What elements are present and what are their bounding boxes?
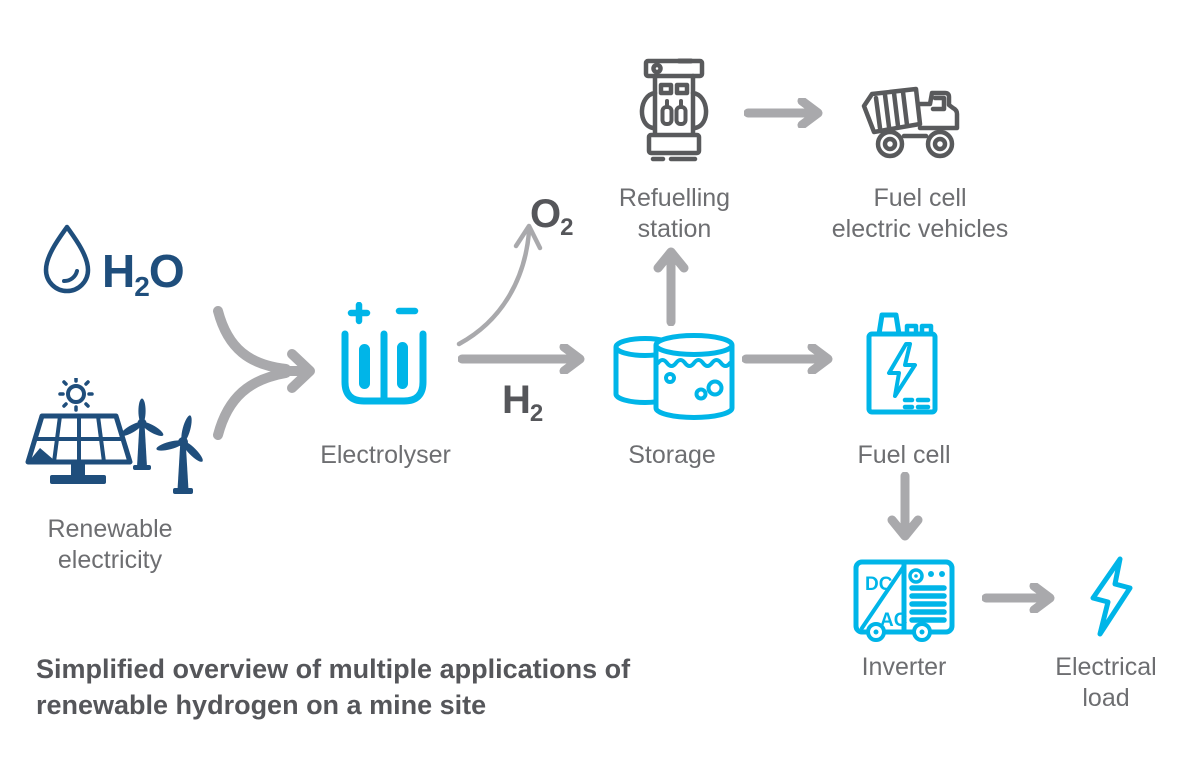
h2-pre: H xyxy=(502,378,531,422)
storage-tanks-icon xyxy=(613,333,735,420)
water-drop-icon xyxy=(43,224,91,294)
o2-sub: 2 xyxy=(560,214,573,241)
h2o-post: O xyxy=(148,245,185,297)
diagram-caption: Simplified overview of multiple applicat… xyxy=(36,654,631,720)
renewable-electricity-label: Renewable electricity xyxy=(47,515,173,575)
arrow-electrolyser-to-storage xyxy=(458,344,585,374)
o2-formula: O2 xyxy=(530,192,574,241)
wind-turbines-icon xyxy=(120,398,203,494)
h2-sub: 2 xyxy=(529,400,543,427)
electrolyser-label: Electrolyser xyxy=(320,441,451,469)
h2o-pre: H xyxy=(102,245,135,297)
arrow-storage-to-fuelcell xyxy=(742,344,833,374)
sun-icon xyxy=(58,378,94,412)
fuel-cell-icon xyxy=(866,312,938,415)
arrow-fuelcell-to-inverter xyxy=(887,472,923,541)
h2o-sub: 2 xyxy=(134,271,150,302)
solar-panel-icon xyxy=(25,413,133,484)
o2-pre: O xyxy=(530,192,561,236)
inverter-ac-text: AC xyxy=(880,610,908,631)
lightning-bolt-icon xyxy=(1090,556,1133,637)
arrow-refuelling-to-vehicles xyxy=(744,98,823,128)
solar-panel-wind-turbines-icon xyxy=(25,378,203,494)
dump-truck-icon xyxy=(861,86,960,159)
arrow-storage-to-refuelling xyxy=(653,247,689,326)
refuelling-station-icon xyxy=(639,58,709,162)
electrical-load-label: Electrical load xyxy=(1055,653,1157,713)
fuel-cell-vehicles-label: Fuel cell electric vehicles xyxy=(831,184,1009,244)
storage-label: Storage xyxy=(628,441,716,469)
refuelling-station-label: Refuelling station xyxy=(618,184,731,244)
electrolyser-icon xyxy=(341,302,427,405)
arrow-inverter-to-load xyxy=(982,583,1055,613)
inverter-dc-text: DC xyxy=(865,574,893,595)
h2-formula: H2 xyxy=(502,378,543,427)
arrow-inputs-to-electrolyser xyxy=(213,306,315,440)
fuel-cell-label: Fuel cell xyxy=(857,441,951,469)
h2o-formula: H2O xyxy=(102,244,185,302)
inverter-label: Inverter xyxy=(861,653,947,681)
arrow-electrolyser-to-o2 xyxy=(456,223,543,347)
inverter-icon: DC AC xyxy=(853,559,955,642)
